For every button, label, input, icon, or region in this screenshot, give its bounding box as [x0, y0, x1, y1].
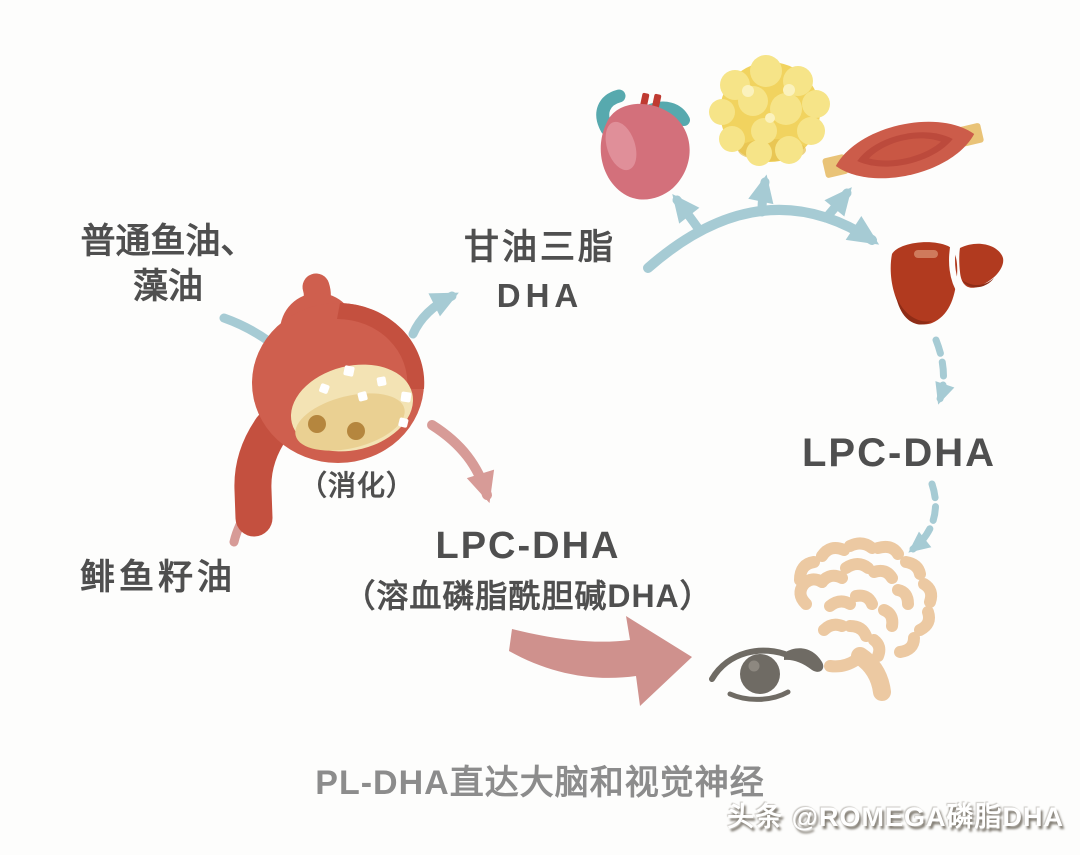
label-ordinary-fish-oil-line2: 藻油 [132, 266, 203, 306]
label-lpc-dha-center-line1: LPC-DHA [435, 525, 621, 567]
arrow-liver-to-lpc-dha-icon [932, 336, 955, 405]
label-tg-dha: 甘油三脂 DHA [436, 226, 644, 317]
label-ordinary-fish-oil: 普通鱼油、 藻油 [56, 220, 280, 310]
caption-text: PL-DHA直达大脑和视觉神经 [315, 764, 765, 802]
label-ordinary-fish-oil-line1: 普通鱼油、 [80, 222, 256, 261]
label-lpc-dha-center: LPC-DHA （溶血磷脂酰胆碱DHA） [318, 522, 738, 617]
label-lpc-dha-center-line2: （溶血磷脂酰胆碱DHA） [343, 577, 713, 614]
label-tg-dha-line1: 甘油三脂 [463, 228, 616, 267]
watermark-text: 头条 @ROMEGA磷脂DHA [727, 802, 1064, 832]
heart-icon [596, 89, 690, 200]
arrow-stomach-to-tg-dha-icon [408, 291, 459, 339]
brain-icon [794, 537, 938, 701]
arrow-tg-dha-to-organs-icon [643, 174, 880, 273]
stomach-icon [234, 273, 425, 537]
eye-icon [709, 647, 824, 702]
arrow-stomach-to-lpc-dha-icon [427, 420, 495, 504]
liver-icon [890, 239, 1004, 325]
arrow-lpc-dha-to-brain-icon [908, 480, 939, 553]
label-digestion: （消化） [298, 470, 415, 501]
adipose-tissue-icon [709, 55, 830, 166]
label-herring-roe-oil: 鲱鱼籽油 [80, 558, 237, 597]
arrow-lpc-dha-to-eye-icon [509, 616, 692, 706]
label-lpc-dha-right: LPC-DHA [802, 431, 996, 475]
label-tg-dha-line2: DHA [496, 276, 584, 314]
muscle-icon [822, 121, 984, 179]
